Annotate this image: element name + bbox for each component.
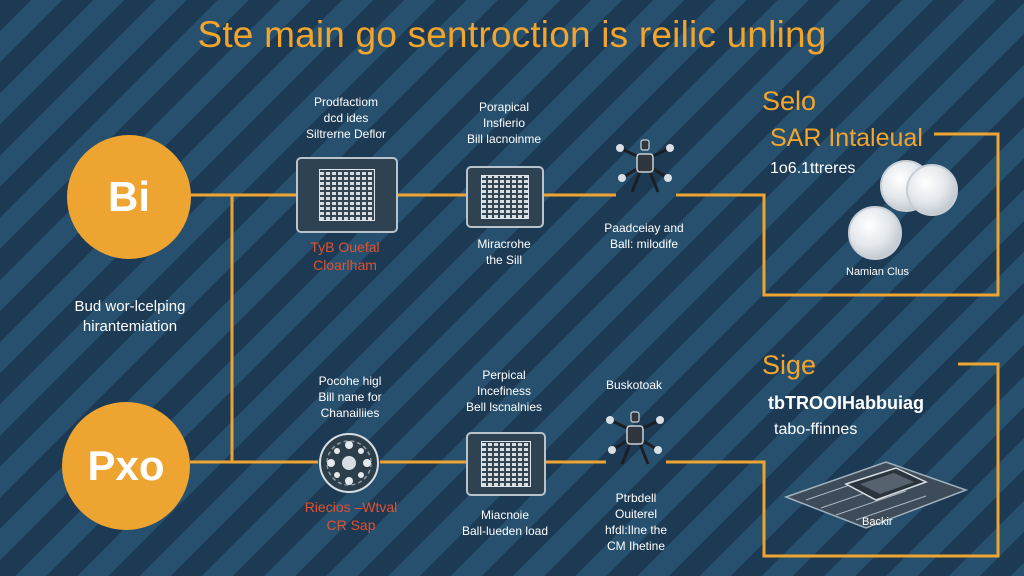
top-node1-sublabel: TyB Ouefal Cloarlham — [280, 238, 410, 274]
bottom-node2-sublabel: Miacnoie Ball-lueden load — [440, 507, 570, 539]
top-node3-label: Paadceiay and Ball: milodife — [584, 220, 704, 252]
sublabel-line: Miacnoie — [480, 508, 530, 522]
left-note-line: Bud wor-lcelping — [74, 298, 186, 315]
right-bottom-heading: Sige — [762, 350, 817, 380]
bottom-node1-sublabel: Riecios –Wtval CR Sap — [276, 498, 426, 534]
page-title: Ste main go sentroction is reilic unling — [197, 14, 827, 55]
label-line: Bill nane for — [318, 390, 382, 404]
top-node2-label: Porapical Insfierio Bill lacnoinme — [444, 99, 564, 147]
label-line: Paadceiay and — [604, 221, 684, 235]
right-bottom-line: tabo-ffinnes — [774, 421, 858, 438]
top-node1-label: Prodfactiom dcd ides Siltrerne Deflor — [286, 94, 406, 142]
label-line: Chanailiies — [320, 406, 380, 420]
label-line: hfdl:Ilne the — [604, 523, 668, 537]
left-note-line: hirantemiation — [82, 318, 178, 335]
bottom-node3-top-label: Buskotoak — [605, 378, 663, 392]
qr-chip-icon — [296, 157, 398, 233]
label-line: Ptrbdell — [615, 491, 657, 505]
top-node2-sublabel: Miracrohe the Sill — [444, 236, 564, 268]
label-line: Porapical — [478, 100, 530, 114]
qr-chip-icon — [466, 166, 544, 228]
circle-label-pxo: Pxo — [87, 442, 165, 489]
right-top-line: 1o6.1ttreres — [770, 160, 856, 177]
qr-chip-icon — [466, 432, 546, 496]
sublabel-line: CR Sap — [326, 517, 376, 533]
sublabel-line: Riecios –Wtval — [304, 499, 398, 515]
right-bottom-caption: Backir — [862, 516, 893, 528]
circle-label-bi: Bi — [108, 173, 150, 220]
sublabel-line: Cloarlham — [313, 257, 377, 273]
label-line: Incefiness — [476, 384, 532, 398]
node-circle-bi: Bi — [67, 135, 191, 259]
robot-spider-icon — [606, 411, 664, 465]
node-circle-pxo: Pxo — [62, 402, 190, 530]
left-note: Bud wor-lcelping hirantemiation — [40, 297, 220, 337]
qr-code-icon — [481, 175, 529, 219]
right-top-heading: Selo — [762, 86, 817, 116]
label-line: Prodfactiom — [313, 95, 379, 109]
bottom-node1-label: Pocohe higl Bill nane for Chanailiies — [290, 373, 410, 421]
label-line: dcd ides — [323, 111, 369, 125]
label-line: Perpical — [482, 368, 526, 382]
coin-icon — [906, 164, 958, 216]
sublabel-line: the Sill — [485, 253, 523, 267]
coins-icon — [840, 150, 970, 260]
bottom-node3-label: Ptrbdell Ouiterel hfdl:Ilne the CM Iheti… — [576, 490, 696, 554]
robot-spider-icon — [616, 139, 674, 193]
sublabel-line: Miracrohe — [477, 237, 531, 251]
label-line: Pocohe higl — [318, 374, 382, 388]
sublabel-line: TyB Ouefal — [310, 239, 380, 255]
label-line: CM Ihetine — [606, 539, 666, 553]
label-line: Bell lscnalnies — [465, 400, 543, 414]
label-line: Siltrerne Deflor — [305, 127, 387, 141]
qr-code-icon — [481, 441, 531, 487]
coin-icon — [848, 206, 902, 260]
label-line: Bill lacnoinme — [466, 132, 542, 146]
sublabel-line: Ball-lueden load — [461, 524, 549, 538]
bottom-node2-label: Perpical Incefiness Bell lscnalnies — [444, 367, 564, 415]
right-top-subheading: SAR Intaleual — [770, 124, 923, 152]
right-top-caption: Namian Clus — [846, 266, 909, 278]
label-line: Insfierio — [482, 116, 526, 130]
label-line: Ouiterel — [614, 507, 658, 521]
qr-code-icon — [319, 169, 375, 221]
hub-icon — [319, 433, 379, 493]
circuit-board-icon — [783, 461, 969, 529]
label-line: Ball: milodife — [609, 237, 679, 251]
right-bottom-bold: tbTROOIHabbuiag — [768, 393, 924, 413]
